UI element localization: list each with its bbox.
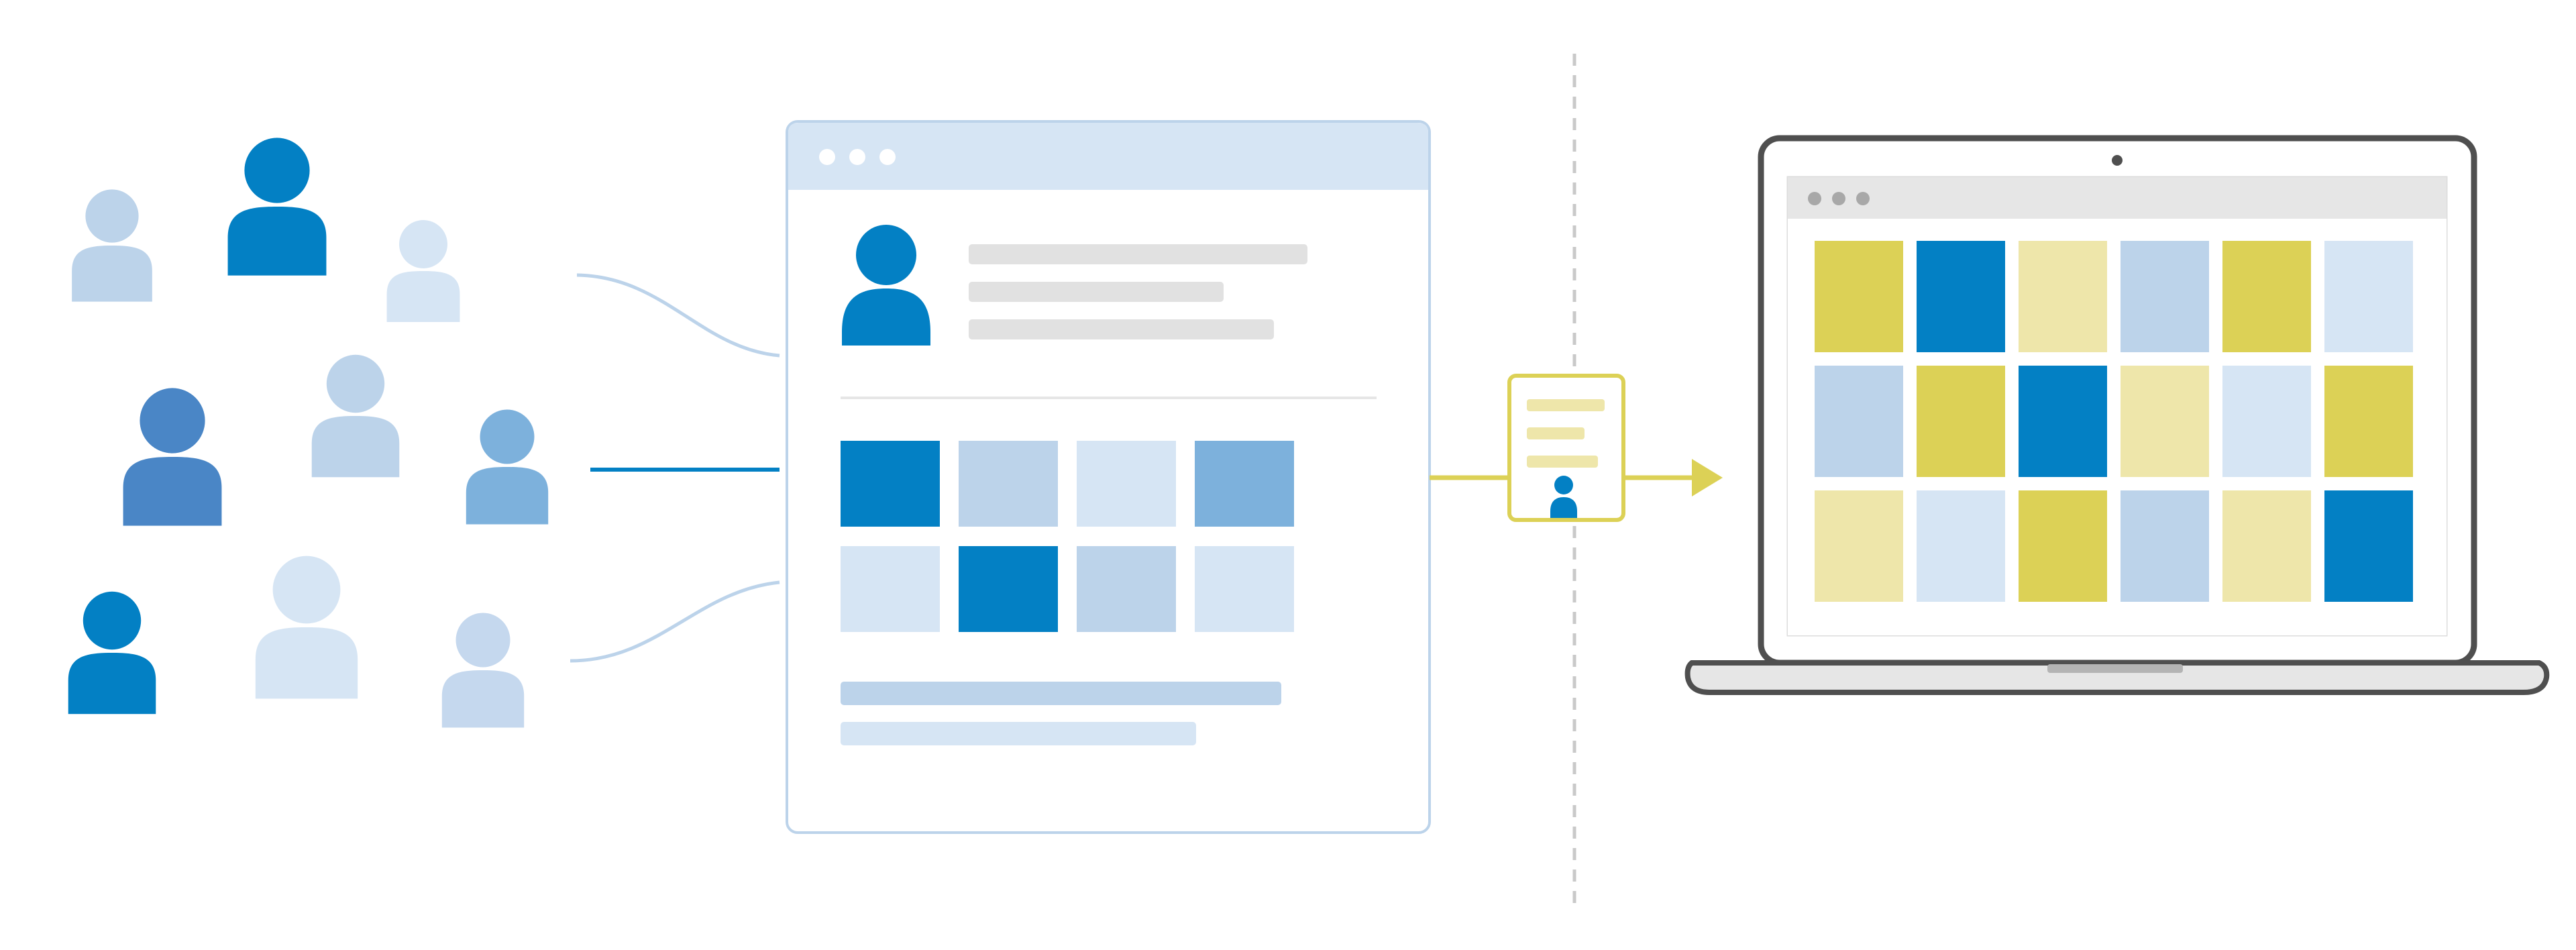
window-dot (879, 149, 896, 165)
content-tile (1195, 441, 1294, 527)
person-icon (386, 220, 460, 322)
screen-tile (2324, 490, 2413, 602)
laptop-base (1684, 660, 2550, 695)
content-tile (959, 441, 1058, 527)
card-text-line (1527, 399, 1605, 411)
person-icon (72, 189, 152, 302)
window-dot (819, 149, 835, 165)
card-text-line (1527, 427, 1585, 439)
screen-tile (1815, 366, 1903, 477)
laptop-content-grid (1815, 241, 2413, 602)
content-tile (841, 441, 940, 527)
person-icon (311, 354, 400, 478)
text-line-placeholder (969, 282, 1224, 302)
laptop-screen-titlebar (1788, 177, 2447, 219)
profile-card-frame (1507, 374, 1625, 522)
screen-tile (2222, 366, 2311, 477)
screen-tile (2222, 241, 2311, 352)
screen-tile (1917, 241, 2005, 352)
screen-tile (2324, 241, 2413, 352)
content-tiles (841, 441, 1294, 632)
person-icon (123, 388, 222, 526)
screen-tile (2019, 366, 2107, 477)
content-tile (1195, 546, 1294, 632)
text-line-placeholder (969, 319, 1274, 339)
screen-tile (2121, 490, 2209, 602)
screen-tile (1815, 490, 1903, 602)
transfer-flow (1430, 459, 1723, 496)
laptop-icon (1684, 135, 2550, 695)
content-bar (841, 722, 1196, 745)
content-tile (1077, 441, 1176, 527)
profile-window (786, 120, 1431, 834)
screen-tile (2121, 366, 2209, 477)
laptop-trackpad-notch (2047, 664, 2183, 673)
arrow-head-icon (1692, 459, 1723, 496)
screen-tile (2324, 366, 2413, 477)
laptop-camera-icon (2112, 155, 2123, 166)
screen-tile (1917, 366, 2005, 477)
card-avatar-icon (1550, 476, 1577, 518)
connector-bottom (570, 580, 780, 663)
profile-card (1507, 374, 1625, 522)
content-tile (841, 546, 940, 632)
screen-tile (2121, 241, 2209, 352)
person-icon (68, 591, 156, 715)
content-bar (841, 682, 1281, 705)
window-dot (1856, 192, 1870, 205)
person-icon (466, 409, 549, 525)
screen-tile (2019, 241, 2107, 352)
text-line-placeholder (969, 244, 1307, 264)
screen-tile (2222, 490, 2311, 602)
window-dot (849, 149, 865, 165)
screen-tile (1917, 490, 2005, 602)
user-avatar-icon (842, 225, 930, 346)
window-dot (1832, 192, 1845, 205)
screen-tile (2019, 490, 2107, 602)
profile-window-titlebar (788, 123, 1428, 190)
person-icon (255, 556, 358, 699)
card-text-line (1527, 456, 1598, 468)
person-icon (441, 613, 525, 728)
window-dot (1808, 192, 1821, 205)
content-tile (959, 546, 1058, 632)
connectors (570, 273, 780, 663)
content-tile (1077, 546, 1176, 632)
people-group (68, 138, 549, 728)
screen-tile (1815, 241, 1903, 352)
connector-top (576, 273, 780, 358)
person-icon (227, 138, 327, 276)
